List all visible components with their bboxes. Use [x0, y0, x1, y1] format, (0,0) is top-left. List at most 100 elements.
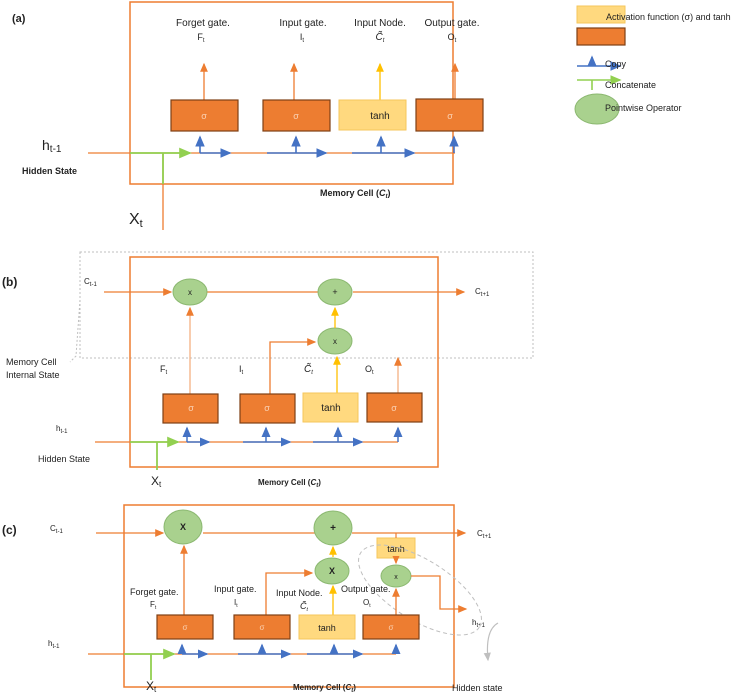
- input-gate: σ: [239, 393, 296, 424]
- legend: Activation function (σ) and tanh Copy Co…: [574, 5, 731, 125]
- panel-b: (b) Ct-1 Ct+1 x + x Memory Cell Internal…: [2, 251, 534, 489]
- forget-gate: σ: [156, 614, 214, 640]
- gate-label-forget: Forget gate. Ft: [176, 18, 230, 44]
- svg-text:σ: σ: [447, 111, 453, 121]
- memory-cell-label: Memory Cell (Ct): [320, 188, 391, 200]
- h-next-arrow: [411, 575, 468, 613]
- svg-text:σ: σ: [391, 403, 397, 413]
- svg-text:C̃t: C̃t: [300, 600, 309, 613]
- svg-text:Ft: Ft: [150, 600, 157, 611]
- svg-text:Input Node.: Input Node.: [354, 18, 406, 29]
- svg-text:+: +: [332, 287, 337, 297]
- gate-label-input-node: Input Node. C̃t: [354, 18, 406, 44]
- memory-cell-box: [129, 256, 439, 468]
- svg-text:x: x: [394, 574, 398, 581]
- forget-label: Ft: [160, 364, 168, 376]
- svg-text:Output gate.: Output gate.: [341, 584, 391, 594]
- svg-text:Input Node.: Input Node.: [276, 588, 323, 598]
- internal-state-label-2: Internal State: [6, 370, 60, 380]
- op-forget-multiply: X: [163, 509, 203, 545]
- forget-gate: σ: [162, 393, 219, 424]
- copy-arrows: [195, 135, 459, 158]
- svg-text:tanh: tanh: [318, 623, 336, 633]
- input-gate: σ: [233, 614, 291, 640]
- svg-text:Input gate.: Input gate.: [214, 584, 257, 594]
- output-tanh: tanh: [376, 537, 416, 559]
- legend-copy: Copy: [577, 55, 627, 71]
- memory-cell-box: [123, 504, 455, 688]
- input-node: tanh: [298, 614, 356, 640]
- memory-cell-label: Memory Cell (Ct): [258, 478, 321, 489]
- gate-label-input-node: Input Node. C̃t: [276, 588, 323, 613]
- legend-concatenate: Concatenate: [577, 75, 656, 90]
- svg-text:σ: σ: [260, 623, 265, 632]
- svg-text:Copy: Copy: [605, 59, 627, 69]
- gate-label-output: Output gate. Ot: [424, 18, 479, 44]
- hidden-state-label: Hidden State: [38, 454, 90, 464]
- c-next-label: Ct+1: [477, 529, 492, 540]
- svg-text:Forget gate.: Forget gate.: [130, 587, 179, 597]
- svg-text:Ot: Ot: [363, 598, 371, 609]
- copy-arrows: [177, 643, 401, 659]
- svg-text:σ: σ: [389, 623, 394, 632]
- memory-cell-box: [129, 1, 454, 185]
- c-next-label: Ct+1: [475, 287, 490, 298]
- node-label: C̃t: [304, 362, 313, 376]
- c-prev-label: Ct-1: [84, 277, 97, 288]
- svg-text:Concatenate: Concatenate: [605, 80, 656, 90]
- gate-label-forget: Forget gate. Ft: [130, 587, 179, 611]
- panel-c-label: (c): [2, 523, 17, 537]
- svg-text:σ: σ: [201, 111, 207, 121]
- output-dashed-ellipse: [358, 544, 482, 636]
- legend-activation: Activation function (σ) and tanh: [576, 5, 731, 46]
- svg-text:X: X: [180, 522, 186, 532]
- x-label: Xt: [146, 679, 157, 694]
- x-label: Xt: [151, 474, 162, 489]
- internal-state-label-1: Memory Cell: [6, 357, 57, 367]
- op-add: +: [317, 278, 353, 306]
- svg-text:σ: σ: [188, 403, 194, 413]
- svg-text:Output gate.: Output gate.: [424, 18, 479, 29]
- hidden-state-label: Hidden State: [22, 166, 77, 176]
- op-forget-multiply: x: [172, 278, 208, 306]
- panel-a: (a) Forget gate. Ft Input gate. It Input…: [12, 1, 484, 230]
- gate-label-input: Input gate. It: [214, 584, 257, 609]
- input-gate: σ: [262, 99, 331, 132]
- copy-arrows: [182, 426, 364, 447]
- op-add: +: [313, 510, 353, 546]
- h-prev-label: ht-1: [42, 137, 62, 155]
- output-gate: σ: [415, 98, 484, 132]
- svg-text:x: x: [188, 288, 192, 297]
- hidden-state-pointer: [483, 622, 499, 662]
- input-node: tanh: [302, 392, 359, 423]
- panel-c: (c) Ct-1 Ct+1 X + X x tanh ht+1: [2, 504, 503, 694]
- svg-text:tanh: tanh: [387, 544, 405, 554]
- h-prev-label: ht-1: [48, 639, 60, 650]
- input-to-multiply-arrow: [269, 338, 317, 395]
- h-prev-label: ht-1: [56, 424, 68, 435]
- c-prev-label: Ct-1: [50, 524, 63, 535]
- gate-label-input: Input gate. It: [279, 18, 326, 44]
- svg-text:Activation function (σ) and ta: Activation function (σ) and tanh: [606, 12, 731, 22]
- svg-text:tanh: tanh: [370, 111, 389, 122]
- svg-text:+: +: [330, 523, 336, 534]
- forget-gate: σ: [170, 99, 239, 132]
- svg-text:Ft: Ft: [197, 32, 205, 44]
- op-input-multiply: x: [317, 327, 353, 355]
- output-gate: σ: [362, 614, 420, 640]
- svg-text:It: It: [234, 598, 238, 609]
- svg-text:x: x: [333, 337, 337, 346]
- svg-text:σ: σ: [264, 403, 270, 413]
- internal-state-pointer: [69, 299, 81, 363]
- svg-text:X: X: [329, 566, 335, 576]
- output-label: Ot: [365, 364, 374, 376]
- svg-text:It: It: [300, 32, 305, 44]
- svg-text:σ: σ: [293, 111, 299, 121]
- output-gate: σ: [366, 392, 423, 423]
- gate-label-output: Output gate. Ot: [341, 584, 391, 609]
- panel-a-label: (a): [12, 13, 26, 25]
- legend-pointwise: Pointwise Operator: [574, 93, 682, 125]
- panel-b-label: (b): [2, 275, 17, 289]
